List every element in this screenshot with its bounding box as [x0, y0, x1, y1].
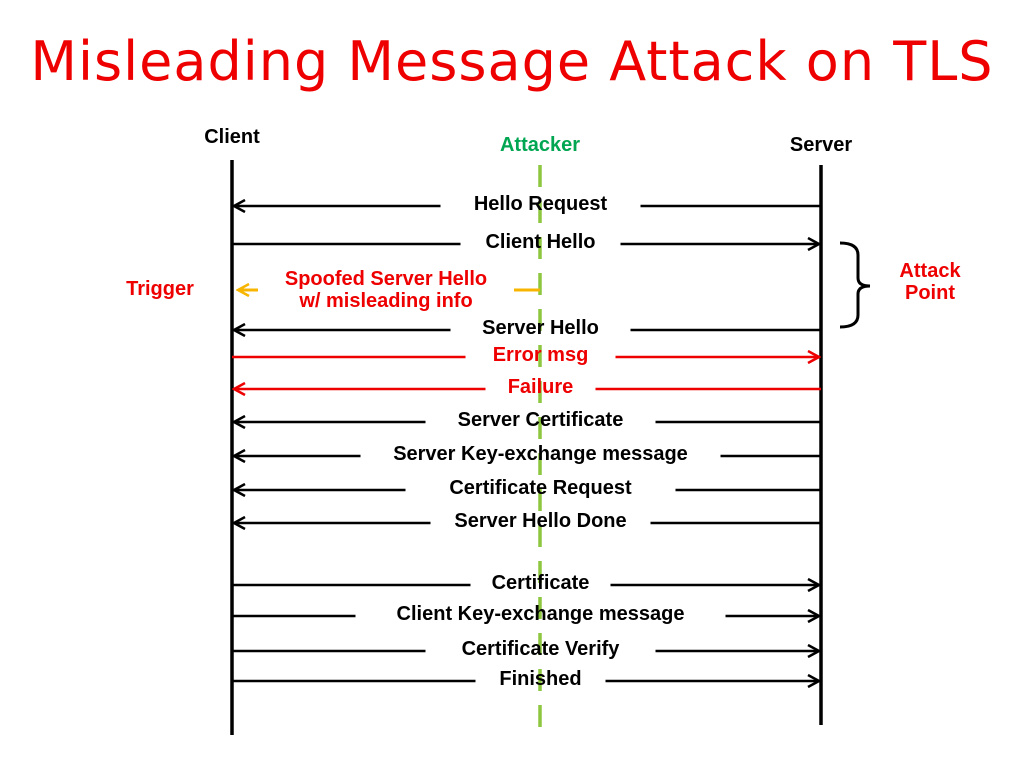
server-hello-done-label: Server Hello Done	[454, 510, 627, 532]
hello-request-label: Hello Request	[473, 193, 608, 215]
trigger-label: Trigger	[126, 278, 194, 300]
client-key-exchange-message-label: Client Key-exchange message	[396, 603, 685, 625]
spoofed-server-hello-line2: w/ misleading info	[299, 290, 473, 312]
server-key-exchange-message-label: Server Key-exchange message	[393, 443, 688, 465]
certificate-label: Certificate	[491, 572, 590, 594]
attacker-label: Attacker	[499, 134, 581, 156]
attack-point-line2: Point	[904, 282, 955, 304]
attack-point-line1: Attack	[899, 260, 961, 282]
failure-label: Failure	[507, 376, 574, 398]
server-label: Server	[789, 134, 853, 156]
finished-label: Finished	[499, 668, 582, 690]
error-msg-label: Error msg	[492, 344, 589, 366]
certificate-request-label: Certificate Request	[449, 477, 632, 499]
server-hello-label: Server Hello	[482, 317, 599, 339]
spoofed-server-hello-line1: Spoofed Server Hello	[284, 268, 488, 290]
server-certificate-label: Server Certificate	[457, 409, 624, 431]
attack-point-bracket	[839, 241, 871, 329]
client-label: Client	[204, 126, 260, 148]
certificate-verify-label: Certificate Verify	[461, 638, 620, 660]
attack-point-label: Attack Point	[899, 260, 960, 304]
page-title: Misleading Message Attack on TLS	[30, 30, 994, 93]
client-hello-label: Client Hello	[485, 231, 596, 253]
